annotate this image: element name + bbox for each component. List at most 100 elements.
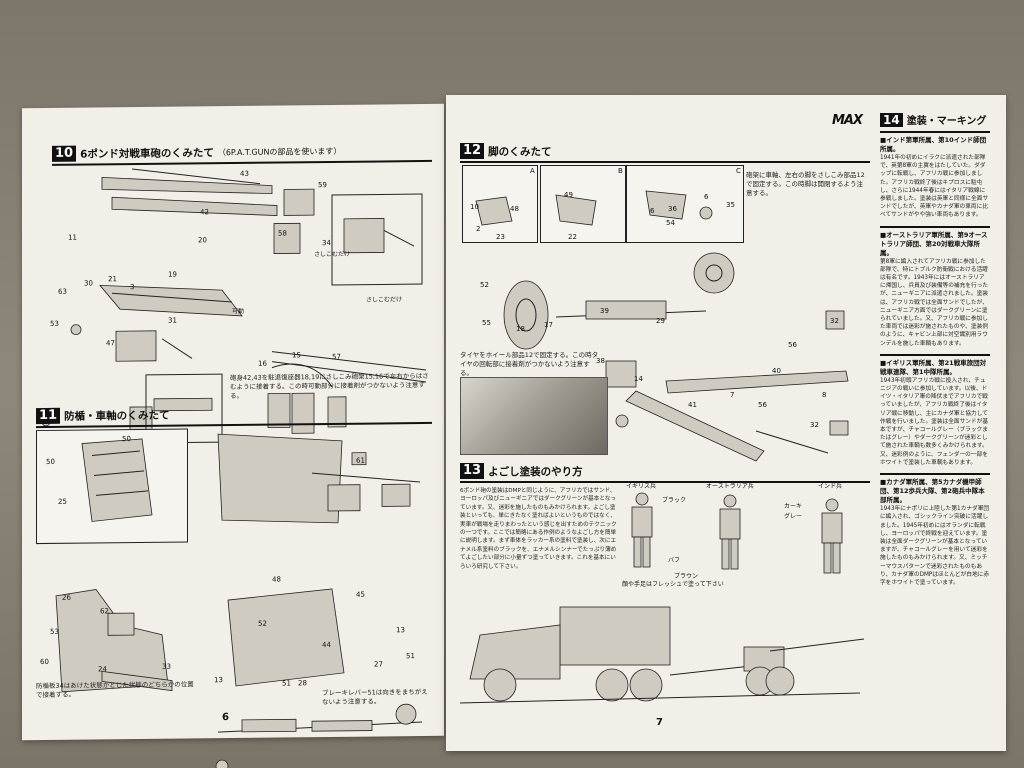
leg-label-7: 7 <box>730 391 735 399</box>
leg-label-39: 39 <box>600 307 609 315</box>
label-black: ブラック <box>662 497 687 504</box>
part-label-47: 47 <box>106 339 115 348</box>
leg-label-17: 17 <box>544 321 553 329</box>
tire-note: タイヤをホイール部品12で固定する。この時タイヤの回転部に接着剤がつかないよう注… <box>460 351 599 377</box>
marking-body-india: 1941年の初めにイラクに派遣された部隊で、英第8軍の主翼をはたしていた。ダダッ… <box>880 155 989 219</box>
section-12-title: 脚のくみたて <box>488 145 552 158</box>
part-label-11: 11 <box>68 233 77 242</box>
page-number-right: 7 <box>656 717 663 728</box>
leg-label-40: 40 <box>772 367 781 375</box>
part-label-27: 27 <box>374 660 383 669</box>
leg-label-2: 2 <box>476 225 481 233</box>
part-label-33: 33 <box>162 662 171 671</box>
part-label-30: 30 <box>84 279 93 288</box>
part-label-15: 15 <box>292 351 301 360</box>
section-11-header: 11 防楯・車軸のくみたて <box>36 407 170 425</box>
label-khaki: カーキ <box>784 503 803 510</box>
gun-photo <box>460 377 608 455</box>
section-14-number: 14 <box>880 112 903 127</box>
part-label-24: 24 <box>98 665 107 674</box>
part-label-44: 44 <box>322 640 331 650</box>
right-page: MAX 12 脚のくみたて A B C 砲架に車軸、左右の脚をさしこみ部品12で… <box>446 95 1006 751</box>
part-label-53b: 53 <box>50 627 59 636</box>
leg-label-32a: 32 <box>830 317 839 325</box>
leg-label-35: 35 <box>726 201 735 209</box>
label-buff: バフ <box>668 557 681 564</box>
leg-label-55: 55 <box>482 319 491 327</box>
leg-label-56b: 56 <box>758 401 767 409</box>
leg-label-8: 8 <box>822 391 827 399</box>
leg-label-49: 49 <box>564 191 573 199</box>
section-13-rule <box>460 481 870 483</box>
part-label-21: 21 <box>108 275 117 284</box>
part-label-19: 19 <box>168 270 177 279</box>
section-13-title: よごし塗装のやり方 <box>488 465 583 478</box>
part-label-60: 60 <box>40 657 49 667</box>
part-label-53: 53 <box>50 319 59 328</box>
marking-block-australia: ■オーストラリア軍所属、第9オーストラリア師団、第20対戦車大隊所属。 第8軍に… <box>880 225 990 348</box>
section-13-number: 13 <box>460 463 485 479</box>
part-label-50a: 50 <box>122 435 131 444</box>
leg-label-56a: 56 <box>788 341 797 349</box>
part-label-25: 25 <box>58 497 67 506</box>
leg-label-54: 54 <box>666 219 675 227</box>
insert-only-label-1: さしこむだけ <box>314 250 351 259</box>
section-12-diagram <box>475 190 849 462</box>
marking-body-australia: 第8軍に編入されてアフリカ戦に参加した部隊で、特にトブルク防衛戦における活躍は有… <box>880 258 989 347</box>
leg-label-41: 41 <box>688 401 697 409</box>
part-label-45: 45 <box>356 590 365 599</box>
box-letter-a: A <box>530 167 535 175</box>
part-label-20: 20 <box>198 236 207 245</box>
marking-body-britain: 1943年初頭アフリカ戦に投入され、チュニジアの戦いに参加しています。以後、ドイ… <box>880 377 989 466</box>
leg-label-48: 48 <box>510 205 519 213</box>
part-label-3: 3 <box>130 283 135 292</box>
section-10-subtitle: （6P.A.T.GUNの部品を使います） <box>217 146 342 157</box>
movable-label: 可動 <box>232 307 245 316</box>
section-12-header: 12 脚のくみたて <box>460 143 552 159</box>
part-label-43: 43 <box>240 169 249 178</box>
section-11-diagram <box>55 433 423 768</box>
part-label-51a: 51 <box>282 679 291 688</box>
part-label-50b: 50 <box>46 457 55 466</box>
insert-only-label-2: さしこむだけ <box>366 296 403 304</box>
marking-title-canada: ■カナダ軍所属、第5カナダ機甲師団、第12歩兵大隊、第2砲兵中隊本部所属。 <box>880 478 985 505</box>
part-label-61: 61 <box>356 456 365 465</box>
leg-label-52: 52 <box>480 281 489 289</box>
marking-title-india: ■インド第軍所属、第10インド師団所属。 <box>880 136 987 153</box>
max-logo: MAX <box>832 113 863 128</box>
page-number-left: 6 <box>222 712 229 724</box>
section-12-rule <box>460 161 870 163</box>
marking-body-canada: 1943年にナポリに上陸した第1カナダ軍団に編入され、ゴシックライン突破に活躍し… <box>880 506 990 586</box>
marking-block-britain: ■イギリス軍所属、第21戦車旅団対戦車連隊、第1中隊所属。 1943年初頭アフリ… <box>880 353 990 467</box>
label-grey: グレー <box>784 513 803 520</box>
label-brown: ブラウン <box>674 573 699 580</box>
left-page: 10 6ポンド対戦車砲のくみたて （6P.A.T.GUNの部品を使います） <box>22 103 444 768</box>
section-14-title: 塗装・マーキング <box>906 116 987 127</box>
section-13-header: 13 よごし塗装のやり方 <box>460 463 583 479</box>
section-12-number: 12 <box>460 143 485 159</box>
leg-label-14: 14 <box>634 375 643 383</box>
part-label-31: 31 <box>168 316 177 325</box>
part-label-51b: 51 <box>406 652 415 661</box>
section-14-column: 14 塗装・マーキング ■インド第軍所属、第10インド師団所属。 1941年の初… <box>880 112 990 593</box>
brake-lever-note: ブレーキレバー51は向きをまちがえないよう注意する。 <box>322 687 428 707</box>
section-14-header: 14 塗装・マーキング <box>880 112 990 127</box>
leg-label-36: 36 <box>668 205 677 213</box>
part-label-13a: 13 <box>396 626 405 635</box>
marking-block-india: ■インド第軍所属、第10インド師団所属。 1941年の初めにイラクに派遣された部… <box>880 131 990 220</box>
part-label-57: 57 <box>332 352 341 361</box>
part-label-58: 58 <box>278 229 287 238</box>
leg-label-6b: 6 <box>704 193 709 201</box>
part-label-34: 34 <box>322 238 331 248</box>
leg-box-c <box>626 165 744 243</box>
leg-label-6a: 6 <box>650 207 655 215</box>
part-label-13b: 13 <box>214 676 223 685</box>
leg-label-10: 10 <box>470 203 479 211</box>
part-label-62: 62 <box>100 607 109 616</box>
figure-caption: 顔や手足はフレッシュで塗って下さい <box>622 581 724 588</box>
leg-label-38: 38 <box>596 357 605 365</box>
marking-title-australia: ■オーストラリア軍所属、第9オーストラリア師団、第20対戦車大隊所属。 <box>880 230 988 257</box>
section-12-note: 砲架に車軸、左右の脚をさしこみ部品12で固定する。この時脚は開閉するよう注意する… <box>746 171 865 197</box>
section-10-number: 10 <box>52 145 77 162</box>
leg-label-29a: 29 <box>656 317 665 325</box>
